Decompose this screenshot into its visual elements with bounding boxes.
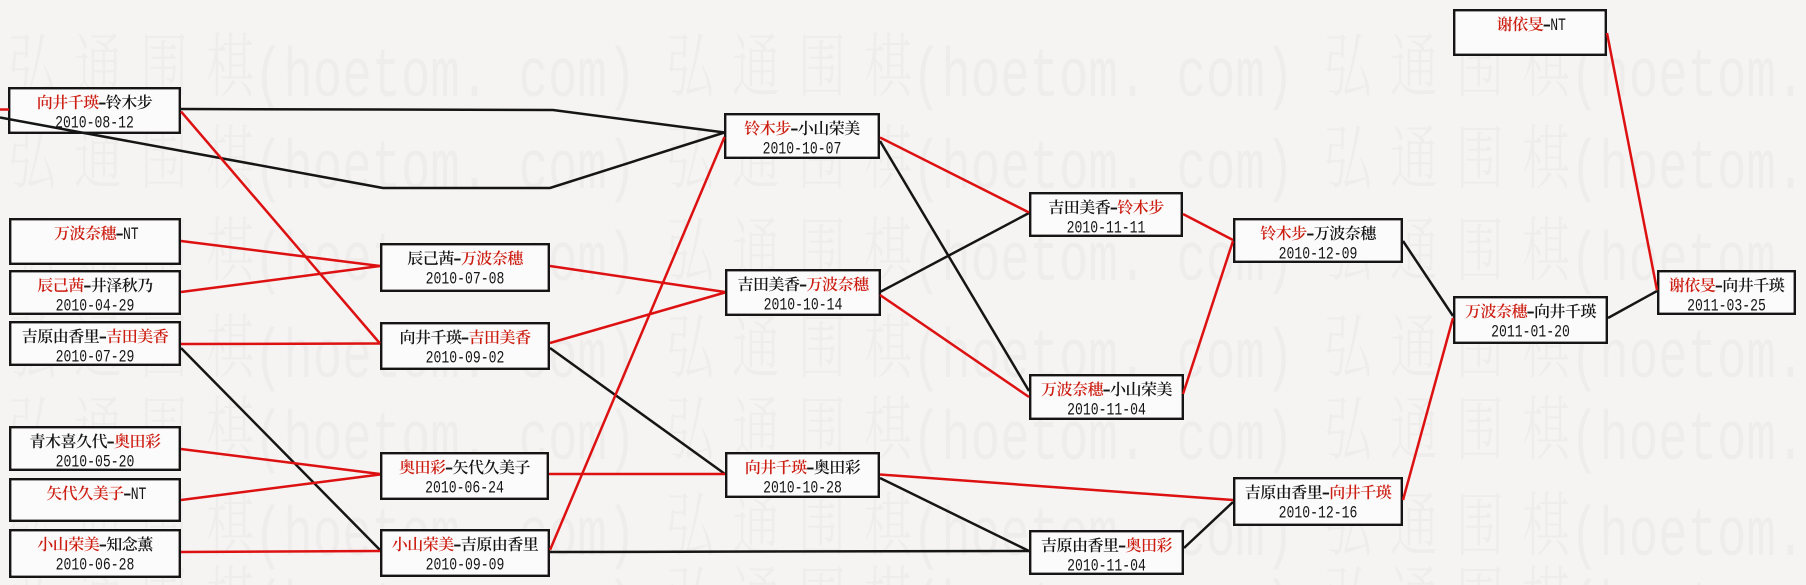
svg-text:(hoetom. com): (hoetom. com) [1570, 320, 1806, 399]
svg-text:(hoetom. com): (hoetom. com) [1570, 572, 1806, 585]
svg-text:2010-08-12: 2010-08-12 [55, 113, 134, 133]
svg-text:2010-12-16: 2010-12-16 [1279, 503, 1358, 523]
svg-text:2010-06-24: 2010-06-24 [425, 478, 504, 498]
svg-text:2010-10-28: 2010-10-28 [763, 478, 842, 498]
svg-text:(hoetom. com): (hoetom. com) [254, 39, 636, 118]
svg-text:(hoetom. com): (hoetom. com) [912, 572, 1294, 585]
svg-text:2010-05-20: 2010-05-20 [56, 452, 135, 472]
svg-text:2010-06-28: 2010-06-28 [56, 555, 135, 575]
svg-text:NT: NT [123, 224, 139, 244]
svg-text:2010-12-09: 2010-12-09 [1279, 244, 1358, 264]
svg-text:2010-11-04: 2010-11-04 [1067, 556, 1146, 576]
svg-text:(hoetom. com): (hoetom. com) [254, 131, 636, 210]
svg-text:(hoetom. com): (hoetom. com) [912, 39, 1294, 118]
svg-text:2010-09-09: 2010-09-09 [426, 555, 505, 575]
svg-text:2011-03-25: 2011-03-25 [1687, 296, 1766, 316]
svg-text:2010-11-04: 2010-11-04 [1067, 400, 1146, 420]
svg-text:2010-07-29: 2010-07-29 [56, 347, 135, 367]
svg-text:2010-09-02: 2010-09-02 [426, 348, 505, 368]
svg-text:2010-10-14: 2010-10-14 [764, 295, 843, 315]
svg-text:2010-11-11: 2010-11-11 [1067, 218, 1146, 238]
svg-text:(hoetom. com): (hoetom. com) [1570, 131, 1806, 210]
svg-text:(hoetom. com): (hoetom. com) [1570, 498, 1806, 577]
svg-text:2010-10-07: 2010-10-07 [763, 139, 842, 159]
svg-text:2010-07-08: 2010-07-08 [426, 269, 505, 289]
svg-text:2010-04-29: 2010-04-29 [56, 296, 135, 316]
svg-text:2011-01-20: 2011-01-20 [1491, 322, 1570, 342]
svg-text:NT: NT [131, 484, 147, 504]
svg-text:NT: NT [1550, 15, 1566, 35]
svg-text:(hoetom. com): (hoetom. com) [1570, 402, 1806, 481]
svg-text:(hoetom. com): (hoetom. com) [1570, 39, 1806, 118]
